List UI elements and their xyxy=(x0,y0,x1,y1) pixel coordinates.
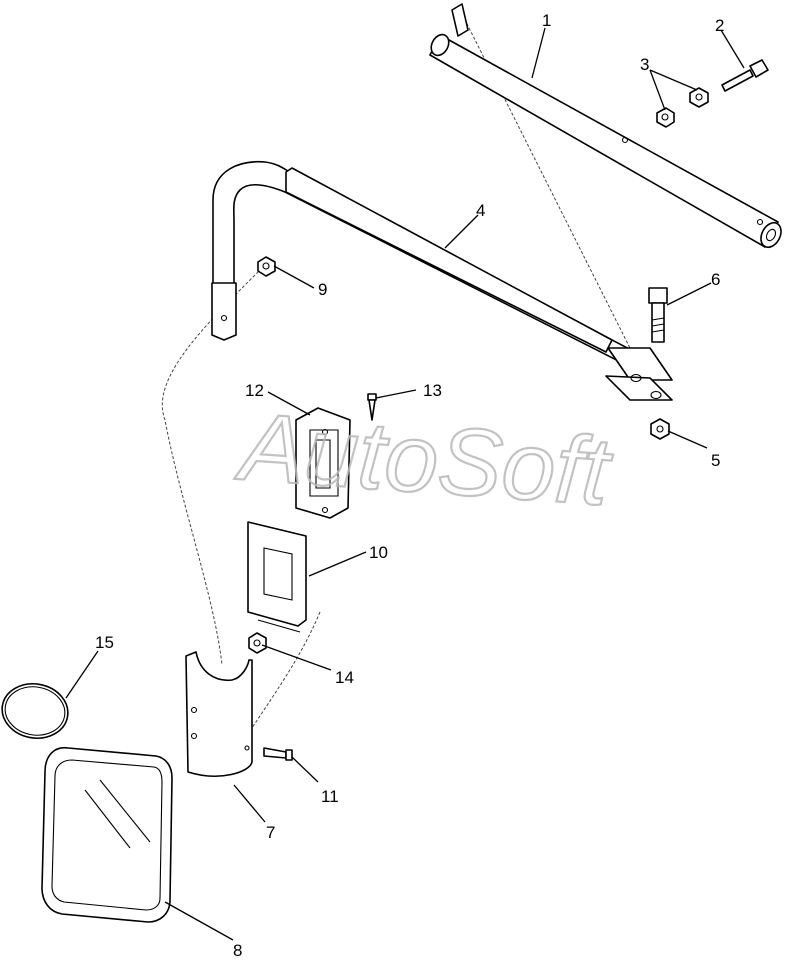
callout-1: 1 xyxy=(542,11,551,30)
callout-2: 2 xyxy=(715,16,724,35)
part-13-screw xyxy=(367,393,377,421)
part-15-ring xyxy=(1,682,69,740)
part-2-bolt xyxy=(721,59,769,92)
part-12-clamp xyxy=(295,407,351,519)
part-4-bent-arm xyxy=(211,160,673,401)
callout-8: 8 xyxy=(233,941,242,960)
callout-15: 15 xyxy=(95,633,114,652)
part-3-nuts xyxy=(656,87,709,128)
leader-lines xyxy=(65,27,745,941)
part-6-bolt xyxy=(648,287,668,343)
callout-6: 6 xyxy=(711,270,720,289)
part-14-nut xyxy=(248,632,267,654)
part-8-mirror xyxy=(41,747,173,923)
part-1-upper-tube xyxy=(429,3,782,249)
callout-5: 5 xyxy=(711,451,720,470)
part-11-screw xyxy=(263,747,293,761)
callout-10: 10 xyxy=(369,543,388,562)
callout-9: 9 xyxy=(318,280,327,299)
callout-7: 7 xyxy=(266,823,275,842)
part-9-nut xyxy=(257,256,276,277)
callout-3: 3 xyxy=(640,55,649,74)
part-5-nut xyxy=(650,418,670,440)
watermark-text: AutoSoft xyxy=(233,393,616,526)
callout-13: 13 xyxy=(423,381,442,400)
callouts: 1 2 3 4 5 6 7 8 9 10 11 12 13 14 15 xyxy=(95,11,724,960)
part-10-bracket xyxy=(247,521,307,633)
callout-11: 11 xyxy=(321,787,339,806)
callout-4: 4 xyxy=(476,201,485,220)
callout-12: 12 xyxy=(245,381,264,400)
callout-14: 14 xyxy=(335,668,354,687)
part-7-sleeve xyxy=(185,651,253,777)
